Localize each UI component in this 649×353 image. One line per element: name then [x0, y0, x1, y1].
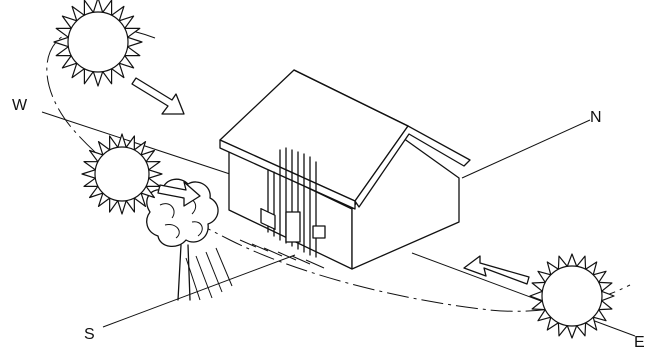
- tree-shadow: [185, 247, 233, 301]
- door: [285, 211, 301, 243]
- suns: [53, 0, 615, 339]
- label-north: N: [590, 109, 602, 126]
- house-ridge: [293, 69, 409, 127]
- sun-morning-top-icon: [53, 0, 143, 87]
- sun-disc: [541, 265, 603, 327]
- house: [219, 69, 471, 270]
- sun-disc: [94, 146, 150, 202]
- sun-arrows: [131, 77, 530, 285]
- sun-disc: [67, 11, 129, 73]
- arrow-evening-icon: [463, 255, 530, 285]
- tree-trunk: [177, 244, 182, 301]
- sun-evening-right-icon: [529, 253, 615, 339]
- arrow-midday-icon: [157, 181, 201, 207]
- floor-shading: [239, 239, 325, 269]
- label-east: E: [634, 334, 645, 351]
- window-left: [260, 207, 276, 230]
- east-axis-line: [411, 252, 636, 337]
- window-right: [312, 225, 326, 239]
- label-west: W: [12, 97, 28, 114]
- arrow-morning-icon: [131, 77, 185, 115]
- label-south: S: [84, 326, 95, 343]
- south-axis-line: [102, 254, 296, 328]
- north-axis-line: [461, 119, 591, 179]
- sun-midday-left-icon: [81, 133, 163, 215]
